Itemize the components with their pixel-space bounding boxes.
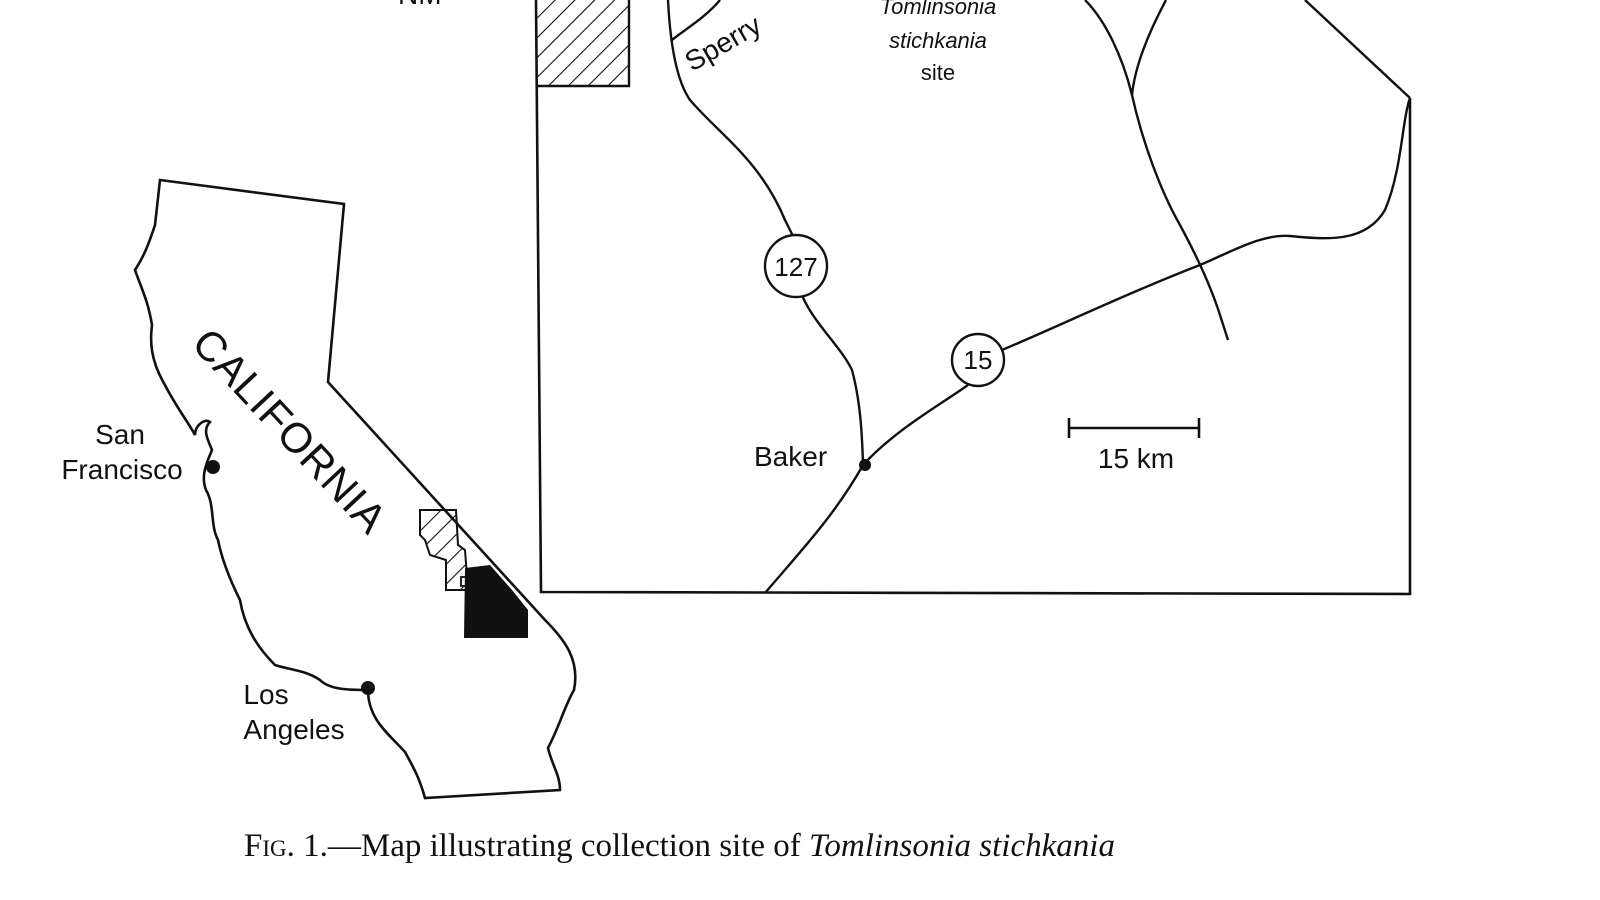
inset-map: NM Sperry 127 15 Tomlinsonia stichkania … [398, 0, 1412, 596]
caption-dash: — [327, 828, 361, 864]
nm-hatched-border [537, 0, 631, 88]
site-label-line1: Tomlinsonia [880, 0, 997, 19]
road-label-sperry: Sperry [680, 9, 767, 77]
california-outline [133, 178, 577, 800]
nm-label: NM [398, 0, 442, 10]
nm-hatched-area [537, 0, 629, 86]
caption-text: Map illustrating collection site of [360, 828, 810, 864]
highway-127-shield [763, 233, 829, 299]
san-francisco-dot [206, 460, 220, 474]
california-hatched-area [419, 509, 470, 591]
scale-label: 15 km [1098, 443, 1174, 474]
los-angeles-dot [361, 681, 375, 695]
highway-127-label: 127 [774, 252, 817, 282]
city-label-sf-line1: San [95, 419, 145, 450]
figure-caption: Fig. 1.—Map illustrating collection site… [244, 828, 1544, 865]
sperry-road [671, 0, 721, 41]
highway-15 [764, 97, 1412, 594]
scale-bar [1067, 418, 1201, 438]
inset-frame [534, 0, 1412, 596]
highway-15-shield [950, 332, 1006, 388]
site-label-line2: stichkania [889, 28, 987, 53]
california-map: CALIFORNIA San Francisco Los Angeles [61, 178, 577, 800]
city-label-la-line1: Los [243, 679, 288, 710]
road-east-3 [1304, 0, 1411, 99]
road-east-1 [1084, 0, 1230, 341]
site-label-line3: site [921, 60, 955, 85]
road-east-2 [1130, 0, 1168, 96]
figure-number: Fig. 1. [244, 828, 328, 864]
city-label-la-line2: Angeles [243, 714, 344, 745]
caption-species: Tomlinsonia stichkania [809, 828, 1115, 864]
baker-dot [859, 459, 871, 471]
california-study-area [464, 565, 528, 638]
highway-15-label: 15 [964, 345, 993, 375]
highway-127 [666, 0, 865, 466]
city-label-sf-line2: Francisco [61, 454, 182, 485]
state-name: CALIFORNIA [183, 319, 396, 543]
town-label-baker: Baker [754, 441, 827, 472]
